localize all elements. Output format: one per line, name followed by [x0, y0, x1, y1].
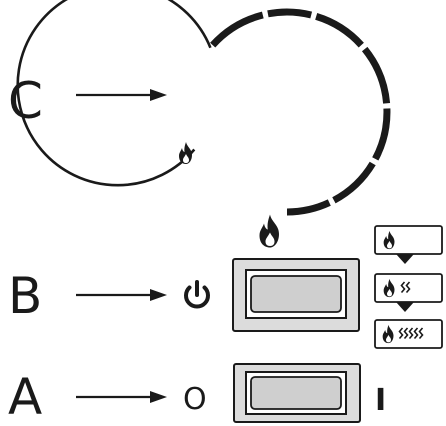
- dial-segment-1: [210, 11, 264, 48]
- arrow-right-icon: [76, 89, 167, 101]
- arrow-right-icon: [76, 289, 167, 301]
- mode-flame-high-heat: [374, 319, 443, 349]
- flame-icon: [179, 142, 192, 164]
- arrow-down-icon: [396, 254, 414, 264]
- heat-dial: [16, 0, 391, 248]
- arrow-down-icon: [396, 302, 414, 312]
- mode-button[interactable]: [232, 258, 360, 332]
- label-a: A: [8, 368, 42, 426]
- flame-icon: [259, 214, 279, 248]
- dial-arc-thin: [16, 0, 212, 187]
- mode-flame-low-heat: [374, 273, 443, 303]
- off-symbol: O: [183, 382, 207, 417]
- dial-segment-2: [267, 8, 313, 19]
- label-c: C: [8, 72, 43, 130]
- dial-segment-5: [372, 108, 391, 161]
- dial-segment-3: [315, 13, 364, 48]
- dial-segment-6: [332, 161, 376, 204]
- dial-segment-7: [286, 199, 331, 216]
- power-switch[interactable]: [233, 363, 361, 423]
- arrow-right-icon: [76, 391, 167, 403]
- power-icon: [184, 280, 210, 309]
- dial-segments: [16, 0, 391, 216]
- on-symbol: I: [375, 383, 386, 418]
- label-b: B: [8, 267, 42, 325]
- mode-flame-only: [374, 225, 443, 255]
- dial-segment-4: [361, 46, 391, 104]
